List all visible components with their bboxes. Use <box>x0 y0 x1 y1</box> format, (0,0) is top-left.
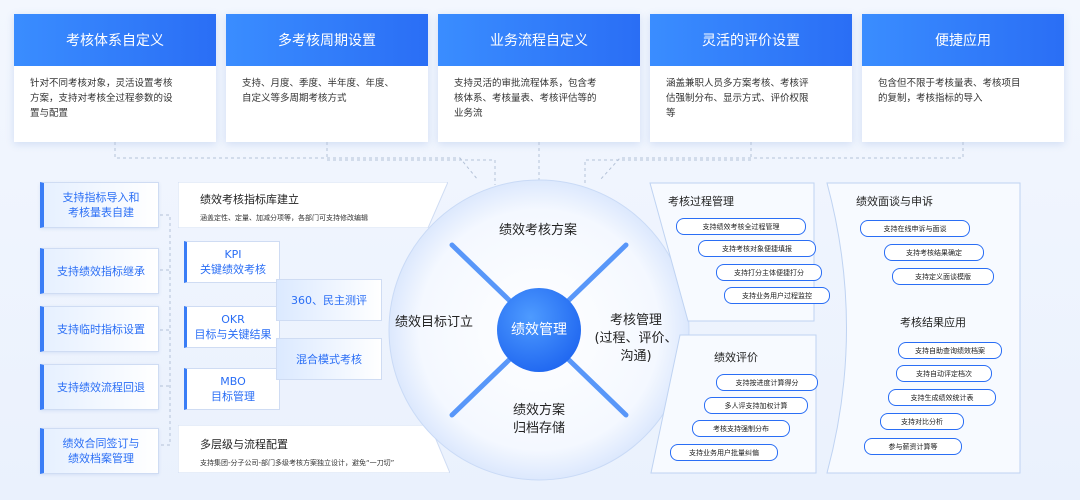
process-item: 支持业务用户过程监控 <box>724 287 830 304</box>
card-title: 灵活的评价设置 <box>650 14 852 66</box>
process-item: 支持打分主体便捷打分 <box>716 264 822 281</box>
circle-right-label: 考核管理(过程、评价、沟通) <box>594 313 678 364</box>
card-line: 针对不同考核对象，灵活设置考核 <box>30 78 173 89</box>
multilevel-sub: 支持集团-分子公司-部门多级考核方案独立设计，避免“一刀切” <box>200 459 395 467</box>
circle-center-label: 绩效管理 <box>511 322 567 338</box>
card-line: 涵盖兼职人员多方案考核、考核评 <box>666 78 809 89</box>
library-bar-shape <box>178 182 448 228</box>
card-line: 业务流 <box>454 108 483 119</box>
pill-label: 支持绩效流程回退 <box>57 380 145 394</box>
pill-label: 支持临时指标设置 <box>57 322 145 336</box>
mid-360: 360、民主测评 <box>276 279 382 321</box>
multilevel-bar: 多层级与流程配置 支持集团-分子公司-部门多级考核方案独立设计，避免“一刀切” <box>200 436 445 468</box>
circle-bottom-label: 绩效方案归档存储 <box>512 403 565 436</box>
evaluation-item: 支持按进度计算得分 <box>716 374 818 391</box>
evaluation-title: 绩效评价 <box>714 351 758 364</box>
card-2: 多考核周期设置 支持、月度、季度、半年度、年度、 自定义等多周期考核方式 <box>226 14 428 142</box>
card-line: 估强制分布、显示方式、评价权限 <box>666 93 809 104</box>
card-desc: 涵盖兼职人员多方案考核、考核评 估强制分布、显示方式、评价权限 等 <box>650 66 852 121</box>
multilevel-bar-shape <box>178 425 450 473</box>
card-title: 多考核周期设置 <box>226 14 428 66</box>
central-circle <box>388 179 690 481</box>
results-title: 考核结果应用 <box>900 316 966 329</box>
card-title: 业务流程自定义 <box>438 14 640 66</box>
pill-label: 支持指标导入和考核量表自建 <box>62 191 140 219</box>
results-item: 支持对比分析 <box>880 413 964 430</box>
card-4: 灵活的评价设置 涵盖兼职人员多方案考核、考核评 估强制分布、显示方式、评价权限 … <box>650 14 852 142</box>
process-item: 支持绩效考核全过程管理 <box>676 218 806 235</box>
card-5: 便捷应用 包含但不限于考核量表、考核项目 的复制，考核指标的导入 <box>862 14 1064 142</box>
library-title: 绩效考核指标库建立 <box>200 193 299 206</box>
evaluation-item: 支持业务用户批量纠偏 <box>670 444 778 461</box>
card-title: 便捷应用 <box>862 14 1064 66</box>
evaluation-item: 多人评支持加权计算 <box>704 397 808 414</box>
card-line: 包含但不限于考核量表、考核项目 <box>878 78 1021 89</box>
mid-mixed: 混合模式考核 <box>276 338 382 380</box>
interview-item: 支持定义面谈模版 <box>892 268 994 285</box>
card-line: 自定义等多周期考核方式 <box>242 93 347 104</box>
mid-label: 360、民主测评 <box>291 294 367 307</box>
left-pill-import: 支持指标导入和考核量表自建 <box>40 182 159 228</box>
left-pill-inherit: 支持绩效指标继承 <box>40 248 159 294</box>
circle-left-label: 绩效目标订立 <box>394 315 473 330</box>
card-desc: 支持、月度、季度、半年度、年度、 自定义等多周期考核方式 <box>226 66 428 106</box>
multilevel-title: 多层级与流程配置 <box>200 438 288 451</box>
card-3: 业务流程自定义 支持灵活的审批流程体系，包含考 核体系、考核量表、考核评估等的 … <box>438 14 640 142</box>
left-pill-contract: 绩效合同签订与绩效档案管理 <box>40 428 159 474</box>
pill-label: 支持绩效指标继承 <box>57 264 145 278</box>
circle-top-label: 绩效考核方案 <box>498 223 577 238</box>
left-pill-rollback: 支持绩效流程回退 <box>40 364 159 410</box>
results-item: 支持生成绩效统计表 <box>888 389 996 406</box>
pill-label: 绩效合同签订与绩效档案管理 <box>62 437 140 465</box>
mid-label: 混合模式考核 <box>296 353 362 366</box>
results-item: 参与薪资计算等 <box>864 438 962 455</box>
card-title: 考核体系自定义 <box>14 14 216 66</box>
left-pill-temp: 支持临时指标设置 <box>40 306 159 352</box>
card-desc: 包含但不限于考核量表、考核项目 的复制，考核指标的导入 <box>862 66 1064 106</box>
card-line: 核体系、考核量表、考核评估等的 <box>454 93 597 104</box>
results-item: 支持自动评定档次 <box>896 365 992 382</box>
library-bar: 绩效考核指标库建立 涵盖定性、定量、加减分项等，各部门可支持修改编辑 <box>200 191 440 223</box>
evaluation-item: 考核支持强制分布 <box>692 420 790 437</box>
card-line: 置与配置 <box>30 108 69 119</box>
interview-item: 支持考核结果确定 <box>884 244 984 261</box>
card-line: 的复制，考核指标的导入 <box>878 93 983 104</box>
process-item: 支持考核对象便捷填报 <box>698 240 816 257</box>
process-title: 考核过程管理 <box>668 195 734 208</box>
card-line: 等 <box>666 108 676 119</box>
card-line: 方案，支持对考核全过程参数的设 <box>30 93 173 104</box>
interview-title: 绩效面谈与申诉 <box>856 195 933 208</box>
card-desc: 针对不同考核对象，灵活设置考核 方案，支持对考核全过程参数的设 置与配置 <box>14 66 216 121</box>
library-sub: 涵盖定性、定量、加减分项等，各部门可支持修改编辑 <box>200 214 368 222</box>
card-desc: 支持灵活的审批流程体系，包含考 核体系、考核量表、考核评估等的 业务流 <box>438 66 640 121</box>
results-item: 支持自助查询绩效档案 <box>898 342 1002 359</box>
card-line: 支持灵活的审批流程体系，包含考 <box>454 78 597 89</box>
interview-item: 支持在线申诉与面谈 <box>860 220 970 237</box>
card-line: 支持、月度、季度、半年度、年度、 <box>242 78 395 89</box>
card-1: 考核体系自定义 针对不同考核对象，灵活设置考核 方案，支持对考核全过程参数的设 … <box>14 14 216 142</box>
